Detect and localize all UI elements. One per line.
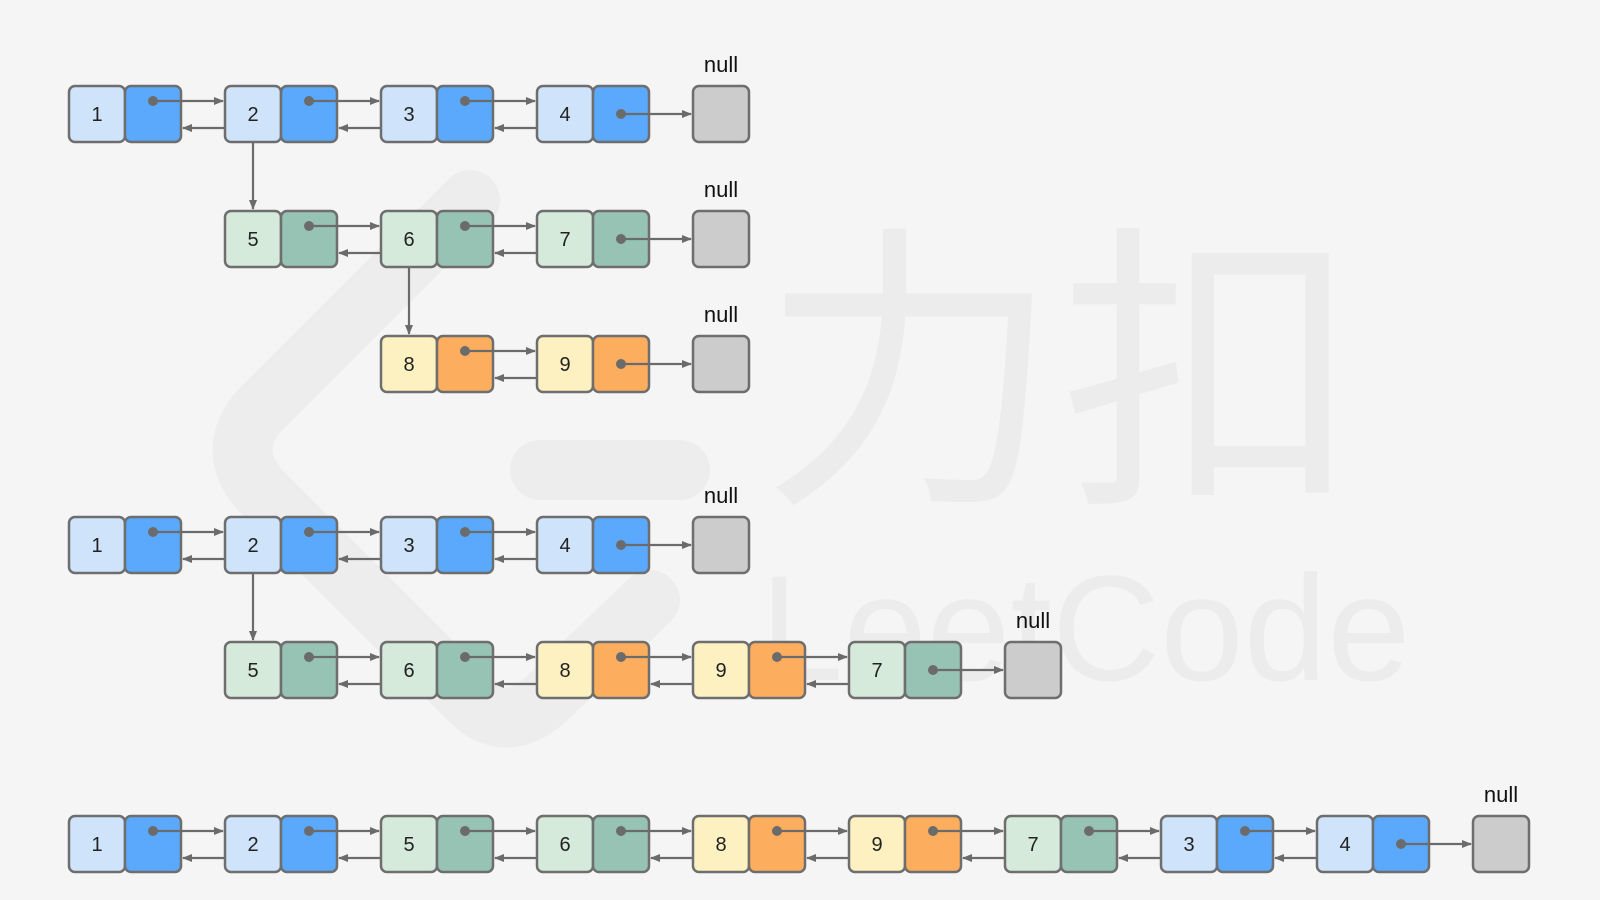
node-label: 6 (559, 834, 570, 856)
node-label: 3 (1183, 834, 1194, 856)
list-node: 6 (379, 640, 495, 700)
list-node: 8 (379, 334, 495, 394)
node-label: 8 (403, 354, 414, 376)
node-pointer-cell (747, 814, 807, 874)
diagram-layer: 1 2 3 4 null 5 6 7 null 8 9 null 1 2 3 4 null 5 6 8 9 7 null 1 2… (67, 52, 1531, 874)
node-pointer-cell (1059, 814, 1119, 874)
node-label: 2 (247, 104, 258, 126)
node-label: 8 (559, 660, 570, 682)
node-label: 1 (91, 104, 102, 126)
list-node: 5 (223, 640, 339, 700)
list-node: 3 (1159, 814, 1275, 874)
null-label: null (704, 302, 738, 327)
list-level: 1 2 3 4 null (67, 52, 751, 210)
node-pointer-cell (279, 515, 339, 575)
node-label: 9 (715, 660, 726, 682)
list-node: 6 (535, 814, 651, 874)
node-pointer-cell (591, 640, 651, 700)
list-node: 2 (223, 814, 339, 874)
node-pointer-cell (747, 640, 807, 700)
null-node (691, 209, 751, 269)
list-level: 5 6 8 9 7 null (223, 608, 1063, 700)
null-label: null (704, 483, 738, 508)
list-node: 1 (67, 84, 183, 144)
node-label: 1 (91, 834, 102, 856)
node-label: 7 (871, 660, 882, 682)
list-level: 1 2 3 4 null (67, 483, 751, 641)
watermark-logo-icon (212, 170, 710, 748)
watermark-chinese: 力扣 (760, 208, 1360, 544)
node-pointer-cell (123, 814, 183, 874)
node-label: 9 (559, 354, 570, 376)
list-node: 2 (223, 84, 339, 144)
null-node (691, 515, 751, 575)
list-node: 9 (847, 814, 963, 874)
node-pointer-cell (1215, 814, 1275, 874)
node-pointer-cell (591, 814, 651, 874)
node-pointer-cell (435, 209, 495, 269)
node-label: 4 (559, 535, 570, 557)
null-node (691, 84, 751, 144)
node-label: 5 (247, 660, 258, 682)
partially-flattened-list: 1 2 3 4 null 5 6 8 9 7 null (67, 483, 1063, 700)
node-label: 3 (403, 535, 414, 557)
null-label: null (704, 52, 738, 77)
list-node: 6 (379, 209, 495, 269)
node-pointer-cell (435, 640, 495, 700)
list-node: 5 (223, 209, 339, 269)
list-node: 2 (223, 515, 339, 575)
watermark: 力扣 LeetCode (212, 170, 1411, 748)
null-node (691, 334, 751, 394)
list-node: 9 (691, 640, 807, 700)
node-pointer-cell (279, 209, 339, 269)
node-label: 2 (247, 834, 258, 856)
null-node (1003, 640, 1063, 700)
node-label: 1 (91, 535, 102, 557)
node-pointer-cell (903, 814, 963, 874)
flattened-list: 1 2 5 6 8 9 7 3 4 null (67, 782, 1531, 874)
node-pointer-cell (279, 84, 339, 144)
node-pointer-cell (435, 84, 495, 144)
node-pointer-cell (435, 515, 495, 575)
node-label: 4 (1339, 834, 1350, 856)
node-pointer-cell (435, 814, 495, 874)
list-node: 5 (379, 814, 495, 874)
list-node: 4 (1315, 814, 1431, 874)
list-level: 1 2 5 6 8 9 7 3 4 null (67, 782, 1531, 874)
node-label: 7 (1027, 834, 1038, 856)
node-pointer-cell (279, 814, 339, 874)
node-pointer-cell (279, 640, 339, 700)
node-pointer-cell (435, 334, 495, 394)
node-pointer-cell (123, 84, 183, 144)
node-label: 8 (715, 834, 726, 856)
list-node: 7 (1003, 814, 1119, 874)
null-label: null (1016, 608, 1050, 633)
node-label: 5 (247, 229, 258, 251)
node-label: 5 (403, 834, 414, 856)
multilevel-list: 1 2 3 4 null 5 6 7 null 8 9 null (67, 52, 751, 394)
list-node: 8 (691, 814, 807, 874)
node-label: 6 (403, 660, 414, 682)
node-label: 2 (247, 535, 258, 557)
list-node: 3 (379, 84, 495, 144)
list-node: 1 (67, 814, 183, 874)
list-node: 8 (535, 640, 651, 700)
null-label: null (1484, 782, 1518, 807)
node-label: 4 (559, 104, 570, 126)
node-label: 7 (559, 229, 570, 251)
node-label: 6 (403, 229, 414, 251)
list-level: 8 9 null (379, 302, 751, 394)
node-label: 3 (403, 104, 414, 126)
list-level: 5 6 7 null (223, 177, 751, 335)
list-node: 3 (379, 515, 495, 575)
node-label: 9 (871, 834, 882, 856)
null-node (1471, 814, 1531, 874)
null-label: null (704, 177, 738, 202)
list-node: 1 (67, 515, 183, 575)
node-pointer-cell (123, 515, 183, 575)
